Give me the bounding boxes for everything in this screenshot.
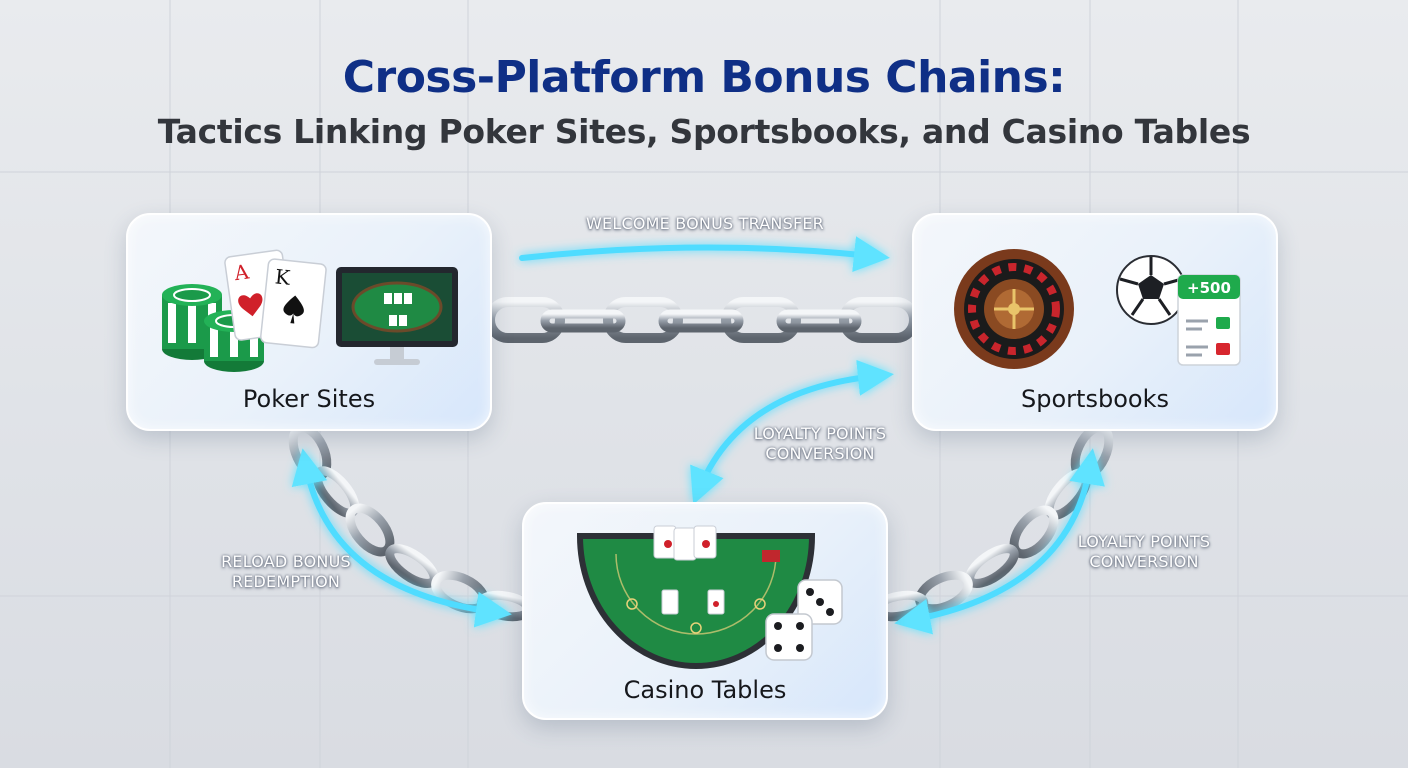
node-sportsbooks[interactable]: +500 Sportsbooks bbox=[912, 213, 1278, 431]
node-casino-tables[interactable]: Casino Tables bbox=[522, 502, 888, 720]
reload-bonus-label: RELOAD BONUS REDEMPTION bbox=[196, 552, 376, 592]
loyalty-center-label-line2: CONVERSION bbox=[765, 444, 875, 463]
soccer-ball-icon bbox=[1116, 255, 1186, 325]
betslip-icon bbox=[1177, 274, 1241, 366]
loyalty-right-arrow bbox=[894, 448, 1105, 635]
blackjack-table-icon bbox=[576, 525, 816, 669]
loyalty-right-label-line2: CONVERSION bbox=[1089, 552, 1199, 571]
page-title: Cross-Platform Bonus Chains: bbox=[342, 52, 1066, 103]
roulette-wheel-icon bbox=[954, 249, 1074, 369]
svg-text:A: A bbox=[232, 259, 251, 285]
chain-poker-sportsbooks bbox=[485, 297, 919, 343]
loyalty-center-label: LOYALTY POINTS CONVERSION bbox=[730, 424, 910, 464]
node-label: Sportsbooks bbox=[1021, 385, 1169, 413]
page-subtitle: Tactics Linking Poker Sites, Sportsbooks… bbox=[157, 112, 1251, 151]
reload-bonus-label-line2: REDEMPTION bbox=[231, 572, 341, 591]
loyalty-center-arrow bbox=[690, 359, 894, 505]
node-label: Casino Tables bbox=[623, 676, 787, 704]
playing-cards-icon: A K bbox=[224, 249, 327, 349]
poker-monitor-icon bbox=[336, 267, 458, 365]
node-label: Poker Sites bbox=[242, 385, 376, 413]
reload-bonus-arrow bbox=[291, 448, 512, 628]
node-poker-sites[interactable]: A K Poker Sites bbox=[126, 213, 492, 431]
loyalty-right-label-line1: LOYALTY POINTS bbox=[1077, 532, 1211, 551]
reload-bonus-label-line1: RELOAD BONUS bbox=[221, 552, 351, 571]
loyalty-right-label: LOYALTY POINTS CONVERSION bbox=[1054, 532, 1234, 572]
welcome-bonus-arrow bbox=[519, 236, 890, 273]
loyalty-center-label-line1: LOYALTY POINTS bbox=[753, 424, 887, 443]
svg-text:K: K bbox=[274, 264, 292, 290]
odds-badge: +500 bbox=[1187, 279, 1231, 297]
dice-icon bbox=[765, 579, 843, 661]
welcome-bonus-label: WELCOME BONUS TRANSFER bbox=[586, 214, 824, 233]
